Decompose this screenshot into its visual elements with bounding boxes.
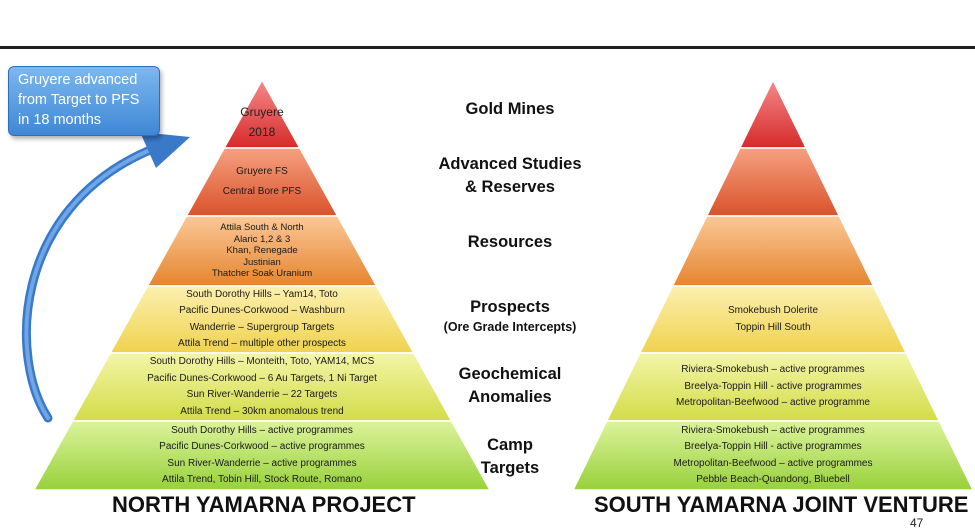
left-level-camp-targets (32, 420, 492, 491)
stage-label-subtitle: (Ore Grade Intercepts) (443, 320, 577, 334)
left-level-line: Central Bore PFS (222, 186, 302, 197)
left-level-line: Pacific Dunes-Corkwood – Washburn (179, 305, 345, 316)
left-level-line: Attila Trend, Tobin Hill, Stock Route, R… (162, 474, 362, 485)
left-level-line: Thatcher Soak Uranium (211, 268, 313, 280)
left-level-line: Pacific Dunes-Corkwood – 6 Au Targets, 1… (147, 372, 377, 384)
stage-label-geochemical: Geochemical Anomalies (415, 363, 605, 409)
left-level-line: South Dorothy Hills – Yam14, Toto (186, 288, 338, 300)
stage-label-line: Targets (480, 459, 540, 477)
right-level-line: Breelya-Toppin Hill - active programmes (684, 380, 862, 392)
stage-label-line: Geochemical (458, 365, 562, 383)
callout-line: in 18 months (18, 112, 102, 128)
stage-label-line: Advanced Studies (438, 155, 582, 173)
north-yamarna-title: NORTH YAMARNA PROJECT (112, 492, 416, 517)
left-level-line: 2018 (248, 125, 276, 139)
right-level-line: Metropolitan-Beefwood – active programme… (673, 457, 873, 469)
stage-label-line: Gold Mines (465, 100, 555, 118)
left-level-line: South Dorothy Hills – active programmes (171, 424, 353, 436)
left-level-text-geochemical-anomalies: South Dorothy Hills – Monteith, Toto, YA… (72, 353, 451, 421)
stage-label-line: Anomalies (468, 388, 552, 406)
right-level-resources (671, 215, 875, 287)
right-level-line: Pebble Beach-Quandong, Bluebell (696, 474, 850, 485)
right-level-line: Riviera-Smokebush – active programmes (681, 364, 865, 376)
stage-label-prospects: Prospects (Ore Grade Intercepts) (415, 296, 605, 336)
stage-label-gold-mines: Gold Mines (415, 98, 605, 121)
left-level-line: Attila Trend – multiple other prospects (178, 338, 346, 349)
right-level-camp-targets (571, 420, 975, 491)
left-level-line: Attila South & North (220, 222, 304, 234)
south-yamarna-pyramid (571, 78, 975, 491)
curved-arrow-body-highlight (24, 148, 152, 420)
stage-label-resources: Resources (415, 231, 605, 254)
left-level-line: Wanderrie – Supergroup Targets (189, 321, 335, 333)
right-level-advanced-studies (705, 147, 841, 217)
left-level-text-advanced-studies: Gruyere FS Central Bore PFS (186, 148, 337, 216)
left-level-text-gold-mines: Gruyere 2018 (224, 80, 300, 148)
stage-label-advanced-studies: Advanced Studies & Reserves (415, 153, 605, 199)
right-level-line: Toppin Hill South (735, 321, 811, 333)
stage-label-line: Resources (467, 233, 553, 251)
header-rule (0, 46, 975, 49)
south-yamarna-title: SOUTH YAMARNA JOINT VENTURE (594, 492, 969, 517)
right-level-gold-mines (738, 78, 808, 149)
left-level-line: Pacific Dunes-Corkwood – active programm… (159, 441, 365, 452)
left-level-line: Khan, Renegade (226, 245, 298, 257)
arrow-head-icon (140, 132, 190, 168)
callout-line: Gruyere advanced (18, 72, 138, 88)
right-level-line: Metropolitan-Beefwood – active programme (676, 397, 870, 409)
left-level-line: South Dorothy Hills – Monteith, Toto, YA… (149, 356, 375, 367)
stage-label-line: & Reserves (465, 178, 555, 196)
callout-line: from Target to PFS (18, 92, 140, 108)
north-yamarna-pyramid (32, 78, 492, 491)
stage-label-line: Prospects (470, 298, 550, 316)
stage-label-camp-targets: Camp Targets (415, 434, 605, 480)
right-level-line: Smokebush Dolerite (727, 305, 819, 316)
left-level-line: Gruyere (240, 105, 284, 119)
left-level-line: Alaric 1,2 & 3 (233, 233, 291, 245)
left-level-line: Sun River-Wanderrie – active programmes (167, 457, 357, 469)
left-level-line: Gruyere FS (236, 166, 288, 177)
left-level-line: Justinian (243, 256, 281, 268)
stage-label-line: Camp (487, 436, 533, 454)
right-level-line: Breelya-Toppin Hill - active programmes (684, 441, 862, 452)
right-level-line: Riviera-Smokebush – active programmes (681, 424, 865, 436)
gruyere-callout: Gruyere advanced from Target to PFS in 1… (8, 66, 160, 136)
left-level-line: Attila Trend – 30km anomalous trend (180, 405, 344, 417)
page-number: 47 (910, 516, 924, 530)
left-level-line: Sun River-Wanderrie – 22 Targets (186, 389, 338, 400)
